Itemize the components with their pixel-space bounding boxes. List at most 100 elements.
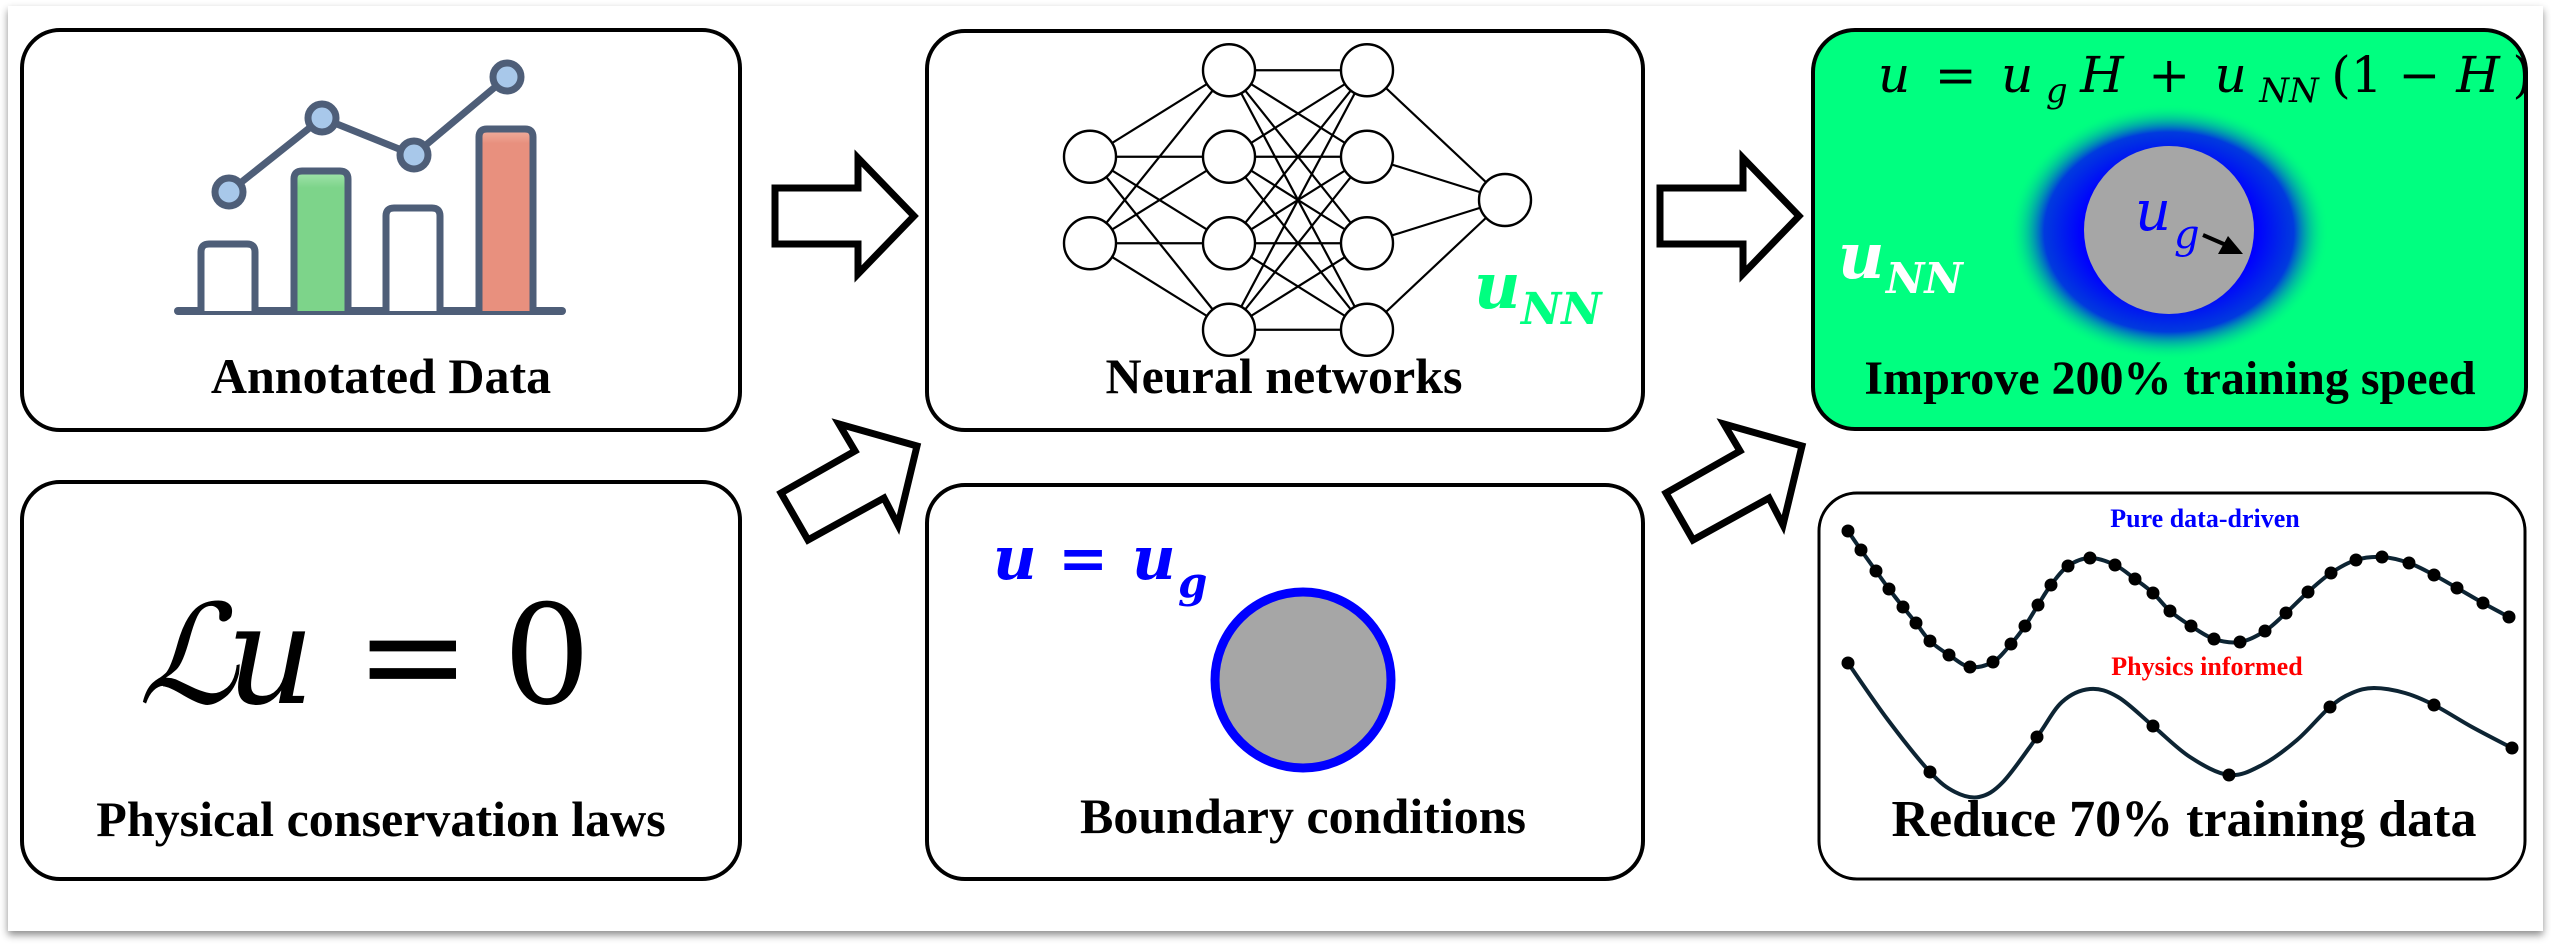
panel-label: Annotated Data — [211, 348, 551, 404]
physics-informed-curve — [1846, 661, 2513, 800]
nn-connection — [1089, 69, 1230, 244]
nn-hidden-node — [1339, 129, 1395, 184]
nn-connection — [1228, 69, 1368, 244]
data-driven-sample-point — [2146, 586, 2160, 600]
nn-hidden-node — [1339, 302, 1395, 357]
data-driven-sample-point — [2502, 610, 2516, 624]
variable-symbol: u — [226, 575, 315, 736]
inner-symbol-ug: u g — [2135, 179, 2200, 258]
icon-point — [211, 174, 247, 210]
icon-point — [396, 137, 432, 173]
equals-symbol: = — [355, 575, 471, 736]
data-driven-sample-point — [2207, 632, 2221, 646]
nn-connection — [1366, 69, 1506, 201]
formula-one-minus: (1 − — [2331, 46, 2456, 104]
data-driven-sample-point — [1986, 655, 2000, 669]
formula-unn: u — [2215, 46, 2247, 104]
panel-label: Improve 200% training speed — [1864, 352, 2475, 405]
panel-border — [1817, 491, 2527, 881]
data-driven-sample-point — [2301, 585, 2315, 599]
data-driven-sample-point — [2402, 556, 2416, 570]
data-driven-sample-point — [1854, 543, 1868, 557]
nn-input-node — [1062, 129, 1118, 184]
data-driven-sample-point — [2476, 596, 2490, 610]
domain-circle — [1210, 587, 1396, 773]
nn-output-node — [1477, 172, 1533, 228]
physics-informed-sample-point — [2030, 730, 2044, 744]
domain-circle — [2084, 146, 2254, 314]
icon-trend-line — [226, 74, 510, 195]
formula-H2: H — [2455, 46, 2501, 104]
ug-subscript: g — [2174, 212, 2200, 258]
icon-point — [489, 59, 525, 95]
physics-informed-sample-point — [1841, 656, 1855, 670]
nn-connection — [1089, 69, 1230, 158]
operator-symbol: ℒ — [138, 575, 240, 736]
nn-connection — [1089, 155, 1230, 245]
panel-neural-networks: u NN Neural networks — [925, 29, 1645, 432]
data-driven-sample-point — [2258, 624, 2272, 638]
data-driven-curve — [1846, 529, 2510, 670]
data-driven-sample-point — [1909, 616, 1923, 630]
panel-border — [20, 480, 742, 881]
nn-hidden-node — [1339, 43, 1395, 98]
data-driven-sample-point — [2324, 566, 2338, 580]
physics-informed-sample-point — [2427, 698, 2441, 712]
arrow-data-to-nn — [771, 149, 919, 283]
data-driven-sample-point — [2375, 550, 2389, 564]
icon-point — [304, 100, 340, 136]
panel-label: Boundary conditions — [1080, 788, 1526, 844]
formula-unn-sub: NN — [2258, 71, 2320, 111]
normal-arrow-icon — [2202, 233, 2243, 254]
data-driven-sample-point — [1963, 660, 1977, 674]
bar-line-chart-icon — [174, 59, 566, 315]
panel-training-data: Pure data-driven Physics informed Reduce… — [1817, 491, 2527, 881]
physics-informed-sample-point — [2222, 768, 2236, 782]
data-driven-sample-point — [2279, 606, 2293, 620]
data-driven-sample-point — [2004, 637, 2018, 651]
data-driven-sample-point — [1942, 648, 1956, 662]
data-driven-sample-point — [2184, 619, 2198, 633]
data-driven-sample-point — [2450, 581, 2464, 595]
panel-annotated-data: Annotated Data — [20, 28, 742, 432]
nn-connection — [1089, 242, 1230, 331]
series-label-physics-informed: Physics informed — [2111, 652, 2303, 681]
physics-informed-sample-point — [2146, 719, 2160, 733]
nn-connection — [1228, 156, 1368, 331]
icon-bar-3 — [382, 204, 444, 311]
field-symbol-unn: u NN — [1838, 219, 1964, 303]
data-driven-sample-point — [2083, 551, 2097, 565]
icon-bar-2 — [290, 167, 352, 311]
data-driven-sample-point — [2128, 572, 2142, 586]
neural-network-diagram — [1062, 43, 1533, 357]
formula-text: u = u g H + u NN (1 − H ) — [1878, 46, 2532, 113]
data-driven-sample-point — [2061, 559, 2075, 573]
physics-informed-sample-point — [2505, 741, 2519, 755]
data-driven-sample-point — [2044, 578, 2058, 592]
unn-base: u — [1474, 249, 1521, 324]
rhs-value: 0 — [503, 575, 591, 736]
data-driven-sample-point — [1882, 582, 1896, 596]
arrow-bc-to-hard-constraint — [1661, 418, 1807, 545]
panel-border — [20, 28, 742, 432]
formula-eq: = — [1935, 46, 1977, 104]
arrow-nn-to-hard-constraint — [1656, 149, 1804, 283]
bc-lhs: u — [993, 524, 1037, 594]
formula-u: u — [1878, 46, 1910, 104]
data-driven-sample-point — [2108, 558, 2122, 572]
data-driven-sample-point — [2163, 604, 2177, 618]
data-driven-sample-point — [1923, 634, 1937, 648]
arrow-laws-to-nn — [776, 418, 922, 545]
data-driven-sample-point — [2031, 598, 2045, 612]
panel-label: Reduce 70% training data — [1892, 791, 2477, 848]
ug-base: u — [2135, 179, 2171, 244]
data-driven-sample-point — [1841, 524, 1855, 538]
icon-bar-1 — [197, 240, 259, 311]
icon-bar-4 — [475, 125, 537, 311]
data-driven-sample-point — [2233, 635, 2247, 649]
panel-boundary-conditions: u = u g Boundary conditions — [925, 483, 1645, 881]
hard-constraint-formula: u = u g H + u NN (1 − H ) — [1878, 46, 2532, 113]
unn-subscript: NN — [1519, 284, 1603, 335]
series-label-data-driven: Pure data-driven — [2110, 504, 2300, 533]
